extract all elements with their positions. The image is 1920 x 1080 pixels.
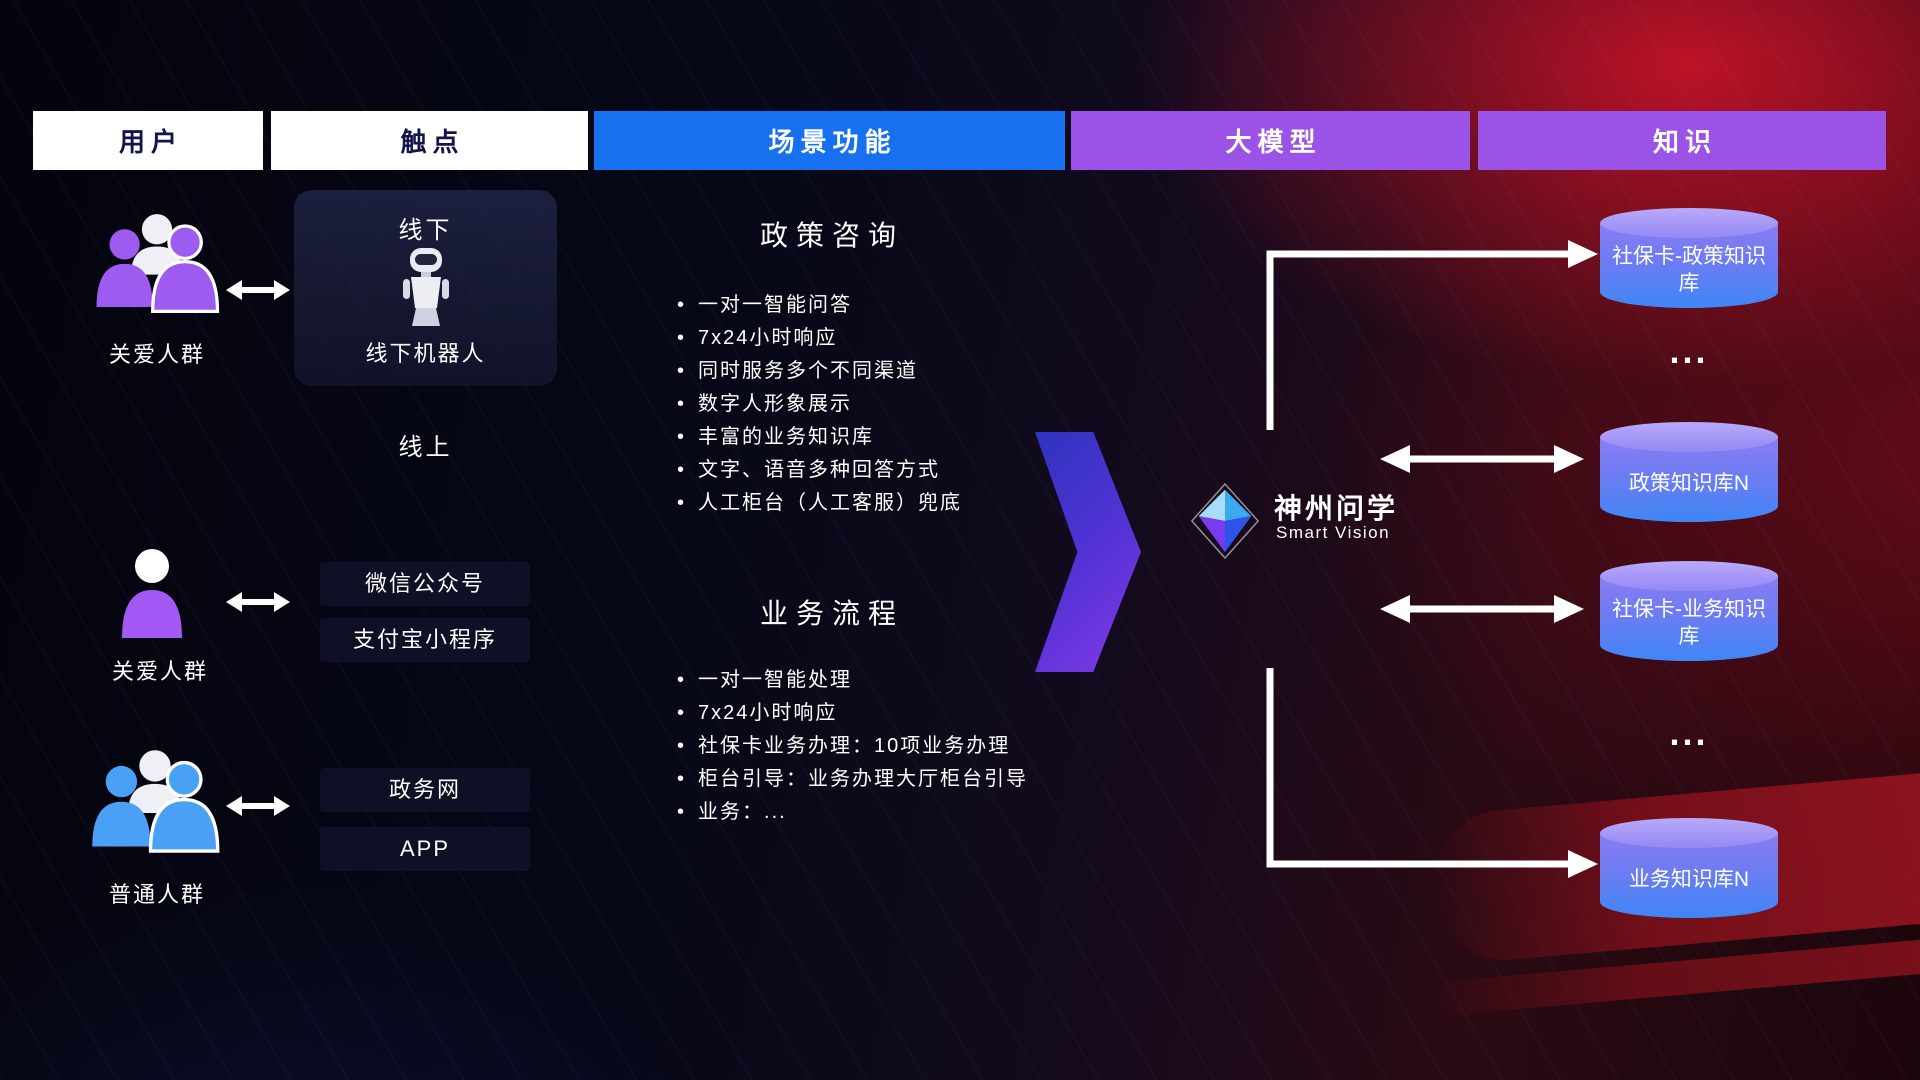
smart-vision-logo-icon (1186, 482, 1264, 565)
double-arrow-icon (226, 790, 290, 827)
user-group-ordinary-label: 普通人群 (108, 882, 205, 907)
scene-business-title: 业务流程 (759, 598, 904, 629)
cylinder-top (1600, 422, 1778, 452)
channel-wechat: 微信公众号 (320, 562, 530, 606)
list-item: 文字、语音多种回答方式 (677, 454, 1117, 487)
knowledge-db-label: 社保卡-政策知识库 (1612, 244, 1766, 295)
column-header-users: 用户 (33, 111, 263, 170)
user-person-label: 关爱人群 (111, 659, 208, 684)
offline-robot-label: 线下机器人 (365, 341, 486, 366)
channel-app: APP (320, 827, 530, 871)
offline-title: 线下 (398, 217, 453, 244)
channel-gov-web: 政务网 (320, 768, 530, 812)
knowledge-ellipsis: ... (1669, 330, 1709, 371)
list-item: 7x24小时响应 (677, 322, 1117, 355)
knowledge-db-business-ssc: 社保卡-业务知识库 (1600, 561, 1778, 661)
knowledge-db-label: 政策知识库N (1628, 472, 1750, 496)
user-group-blue-icon (85, 748, 225, 865)
list-item: 一对一智能处理 (677, 664, 1117, 697)
list-item: 柜台引导：业务办理大厅柜台引导 (677, 763, 1117, 796)
user-group-label: 关爱人群 (108, 342, 205, 367)
cylinder-top (1600, 561, 1778, 591)
cylinder-top (1600, 208, 1778, 238)
list-item: 一对一智能问答 (677, 289, 1117, 322)
knowledge-db-label: 业务知识库N (1628, 868, 1750, 892)
knowledge-db-business-n: 业务知识库N (1600, 818, 1778, 918)
user-group-purple-icon (92, 212, 222, 325)
offline-touchpoint-card: 线下 线下机器人 (294, 190, 557, 386)
double-arrow-icon (226, 586, 290, 623)
online-title: 线上 (398, 434, 453, 461)
knowledge-ellipsis: ... (1669, 712, 1709, 753)
scene-policy-list: 一对一智能问答 7x24小时响应 同时服务多个不同渠道 数字人形象展示 丰富的业… (677, 289, 1117, 520)
knowledge-db-label: 社保卡-业务知识库 (1612, 597, 1766, 648)
list-item: 数字人形象展示 (677, 388, 1117, 421)
smart-vision-logo-subtitle: Smart Vision (1276, 523, 1391, 542)
list-item: 7x24小时响应 (677, 697, 1117, 730)
column-header-knowledge: 知识 (1478, 111, 1886, 170)
list-item: 社保卡业务办理：10项业务办理 (677, 730, 1117, 763)
column-header-scene-functions: 场景功能 (594, 111, 1065, 170)
column-header-large-model: 大模型 (1071, 111, 1470, 170)
cylinder-top (1600, 818, 1778, 848)
column-header-touchpoints: 触点 (271, 111, 588, 170)
scene-business-list: 一对一智能处理 7x24小时响应 社保卡业务办理：10项业务办理 柜台引导：业务… (677, 664, 1117, 829)
channel-alipay-miniapp: 支付宝小程序 (320, 618, 530, 662)
list-item: 丰富的业务知识库 (677, 421, 1117, 454)
list-item: 人工柜台（人工客服）兜底 (677, 487, 1117, 520)
list-item: 业务：... (677, 796, 1117, 829)
user-person-purple-icon (116, 546, 188, 651)
knowledge-db-policy-ssc: 社保卡-政策知识库 (1600, 208, 1778, 308)
robot-icon (394, 246, 458, 335)
knowledge-db-policy-n: 政策知识库N (1600, 422, 1778, 522)
double-arrow-icon (226, 274, 290, 311)
scene-policy-title: 政策咨询 (759, 220, 904, 251)
list-item: 同时服务多个不同渠道 (677, 355, 1117, 388)
smart-vision-logo-title: 神州问学 (1274, 493, 1399, 524)
